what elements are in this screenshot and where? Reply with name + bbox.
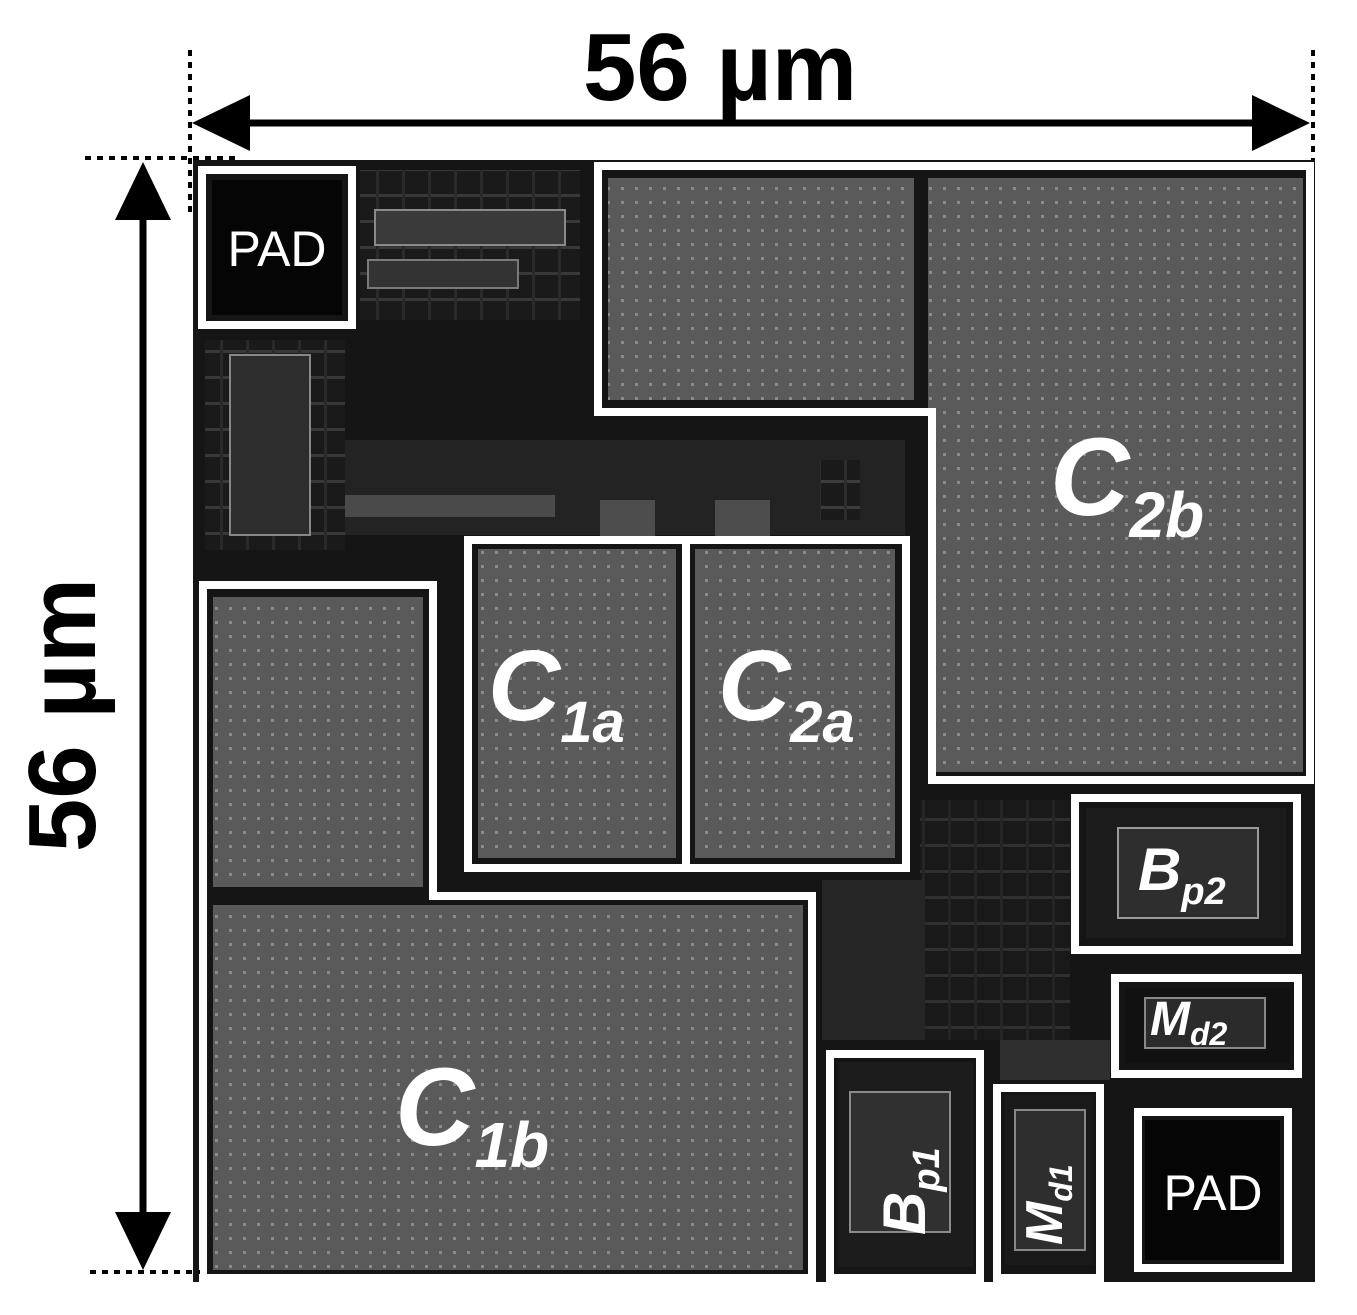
pad-top-label: PAD (227, 221, 326, 277)
label-md1: Md1 (1016, 1164, 1079, 1245)
bp2-outline (1071, 794, 1301, 954)
device-blocks (838, 808, 1290, 1267)
pad-bottom-outline (1134, 1108, 1292, 1272)
label-c2a-sub: 2a (789, 690, 855, 755)
routing-circuitry (205, 170, 1110, 1080)
bp1-outline (826, 1050, 984, 1282)
label-c2b-sub: 2b (1128, 479, 1204, 551)
capacitor-areas (213, 178, 1303, 1270)
md2-outline (1111, 974, 1302, 1078)
label-bp2-main: B (1138, 836, 1181, 903)
label-c1a-main: C (488, 630, 562, 742)
label-c2b-main: C (1050, 416, 1131, 539)
pad-bottom-label: PAD (1163, 1165, 1262, 1221)
pad-top-outline (198, 166, 356, 329)
c2b-outline (594, 162, 1314, 784)
pad-bottom-fill (1145, 1120, 1280, 1260)
label-bp1-main: B (871, 1192, 938, 1235)
label-c1b: C1b (395, 1046, 549, 1181)
label-c1a: C1a (488, 630, 625, 755)
pad-top-fill (212, 180, 342, 315)
md1-outline (993, 1084, 1104, 1282)
label-bp2: Bp2 (1138, 836, 1226, 913)
label-c1b-sub: 1b (474, 1109, 549, 1181)
label-md2-sub: d2 (1190, 1016, 1228, 1052)
horizontal-dimension-arrow (192, 95, 1310, 151)
vertical-dimension-arrow (115, 162, 171, 1270)
height-dimension-label: 56 µm (9, 578, 116, 852)
label-bp2-sub: p2 (1180, 871, 1225, 913)
label-c1a-sub: 1a (560, 690, 625, 755)
label-c1b-main: C (395, 1046, 476, 1169)
label-md1-main: M (1016, 1200, 1074, 1245)
label-c2a-main: C (718, 630, 792, 742)
label-c2a: C2a (718, 630, 855, 755)
width-dimension-label: 56 µm (583, 14, 857, 121)
label-bp1-sub: p1 (906, 1147, 948, 1192)
dimension-guides (85, 50, 1315, 1274)
block-outlines (198, 162, 1314, 1282)
label-md2: Md2 (1150, 993, 1228, 1052)
label-c2b: C2b (1050, 416, 1204, 551)
label-bp1: Bp1 (871, 1147, 948, 1235)
c1b-outline (199, 581, 816, 1282)
label-md1-sub: d1 (1043, 1164, 1079, 1201)
label-md2-main: M (1150, 993, 1191, 1046)
